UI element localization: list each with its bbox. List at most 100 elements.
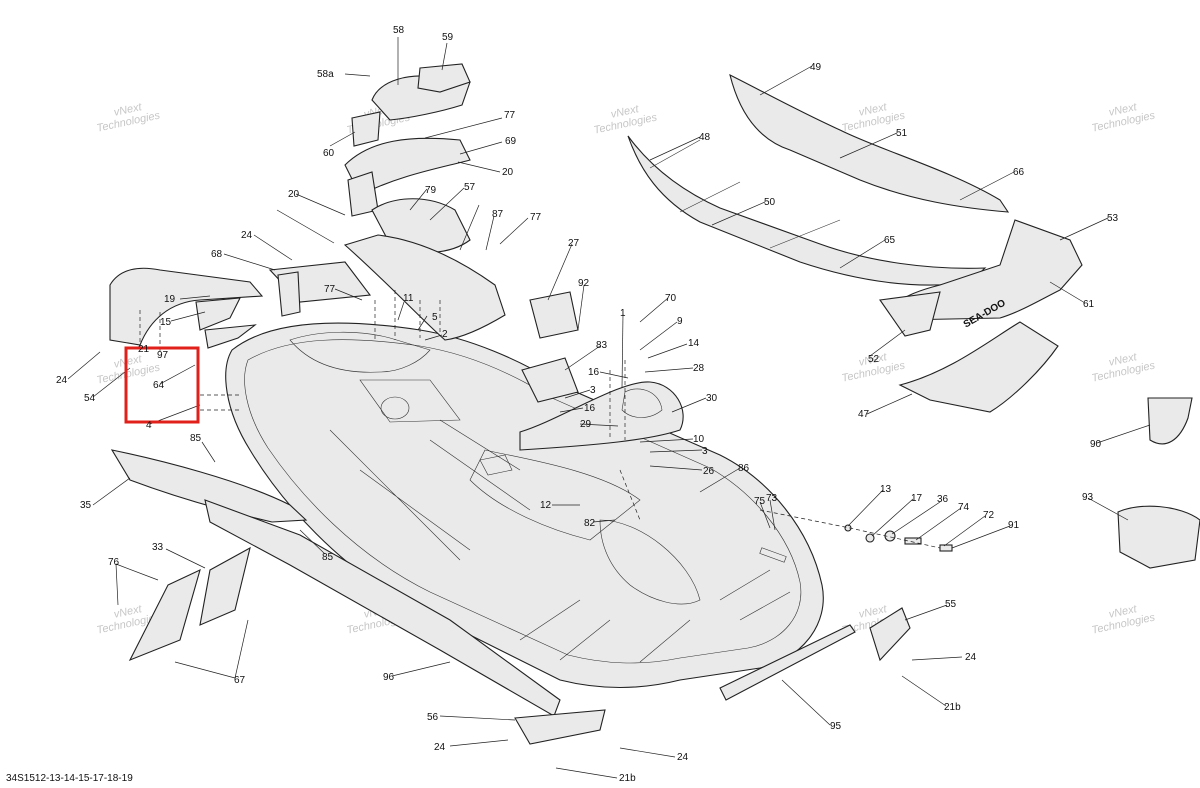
callout-label: 69: [505, 136, 517, 147]
hull-part: [225, 322, 824, 689]
callout-label: 20: [288, 189, 300, 200]
leader-lines: [67, 37, 1151, 779]
callout-label: 58a: [317, 69, 334, 80]
svg-text:vNext: vNext: [858, 351, 889, 369]
callout-label: 93: [1082, 492, 1094, 503]
side-panel-part: [109, 267, 561, 717]
callout-label: 74: [958, 502, 970, 513]
dash-cover-part: [268, 63, 506, 341]
callout-label: 82: [584, 518, 596, 529]
callout-label: 16: [588, 367, 600, 378]
callout-label: 57: [464, 182, 476, 193]
svg-text:vNext: vNext: [1108, 603, 1139, 621]
callout-label: 85: [322, 552, 334, 563]
callout-labels: 58 59 58a 77 60 69 20 79 57 87 20 77 24 …: [56, 25, 1119, 784]
callout-label: 29: [580, 419, 592, 430]
callout-label: 77: [324, 284, 336, 295]
callout-label: 49: [810, 62, 822, 73]
callout-label: 4: [146, 420, 152, 431]
callout-label: 10: [693, 434, 705, 445]
svg-text:vNext: vNext: [113, 101, 144, 119]
callout-label: 3: [590, 385, 596, 396]
callout-label: 24: [241, 230, 253, 241]
watermark: vNext Technologies: [593, 103, 659, 137]
callout-label: 95: [830, 721, 842, 732]
svg-text:vNext: vNext: [113, 603, 144, 621]
callout-label: 5: [432, 312, 438, 323]
callout-label: 58: [393, 25, 405, 36]
callout-label: 1: [620, 308, 626, 319]
callout-label: 28: [693, 363, 705, 374]
callout-label: 13: [880, 484, 892, 495]
callout-label: 77: [504, 110, 516, 121]
callout-label: 72: [983, 510, 995, 521]
callout-label: 86: [738, 463, 750, 474]
callout-label: 51: [896, 128, 908, 139]
callout-label: 19: [164, 294, 176, 305]
parts-layer: SEA-DOO: [109, 63, 1200, 745]
callout-label: 15: [160, 317, 172, 328]
callout-label: 59: [442, 32, 454, 43]
callout-label: 21b: [619, 773, 636, 784]
callout-label: 52: [868, 354, 880, 365]
assembly-dashed-lines: [139, 290, 941, 549]
callout-label: 60: [323, 148, 335, 159]
svg-text:vNext: vNext: [610, 103, 641, 121]
callout-label: 21: [138, 344, 150, 355]
callout-label: 21b: [944, 702, 961, 713]
callout-label: 91: [1008, 520, 1020, 531]
callout-label: 76: [108, 557, 120, 568]
diagram-reference-code: 34S1512-13-14-15-17-18-19: [6, 773, 133, 784]
callout-label: 16: [584, 403, 596, 414]
callout-label: 90: [1090, 439, 1102, 450]
callout-label: 50: [764, 197, 776, 208]
callout-label: 17: [911, 493, 923, 504]
callout-label: 35: [80, 500, 92, 511]
svg-text:vNext: vNext: [1108, 101, 1139, 119]
callout-label: 87: [492, 209, 504, 220]
callout-label: 33: [152, 542, 164, 553]
callout-label: 66: [1013, 167, 1025, 178]
highlight-box: [124, 346, 200, 424]
callout-label: 65: [884, 235, 896, 246]
callout-label: 27: [568, 238, 580, 249]
callout-label: 26: [703, 466, 715, 477]
callout-label: 11: [403, 293, 414, 304]
callout-label: 79: [425, 185, 437, 196]
callout-label: 64: [153, 380, 165, 391]
callout-label: 83: [596, 340, 608, 351]
callout-label: 47: [858, 409, 870, 420]
callout-label: 92: [578, 278, 590, 289]
watermark: vNext Technologies: [96, 101, 162, 135]
watermark: vNext Technologies: [1091, 603, 1157, 637]
watermark: vNext Technologies: [1091, 351, 1157, 385]
callout-label: 67: [234, 675, 246, 686]
callout-label: 97: [157, 350, 169, 361]
callout-label: 73: [766, 493, 778, 504]
callout-label: 61: [1083, 299, 1095, 310]
callout-label: 77: [530, 212, 542, 223]
svg-text:vNext: vNext: [858, 101, 889, 119]
callout-label: 3: [702, 446, 708, 457]
small-hardware-part: [514, 397, 1200, 745]
callout-label: 24: [434, 742, 446, 753]
callout-label: 24: [677, 752, 689, 763]
callout-label: 24: [56, 375, 68, 386]
callout-label: 75: [754, 496, 766, 507]
callout-label: 14: [688, 338, 700, 349]
callout-label: 20: [502, 167, 514, 178]
svg-text:vNext: vNext: [1108, 351, 1139, 369]
callout-label: 9: [677, 316, 683, 327]
callout-label: 70: [665, 293, 677, 304]
callout-label: 2: [442, 329, 448, 340]
watermark: vNext Technologies: [1091, 101, 1157, 135]
callout-label: 36: [937, 494, 949, 505]
svg-text:vNext: vNext: [858, 603, 889, 621]
callout-label: 48: [699, 132, 711, 143]
callout-label: 53: [1107, 213, 1119, 224]
callout-label: 85: [190, 433, 202, 444]
callout-label: 54: [84, 393, 96, 404]
callout-label: 96: [383, 672, 395, 683]
